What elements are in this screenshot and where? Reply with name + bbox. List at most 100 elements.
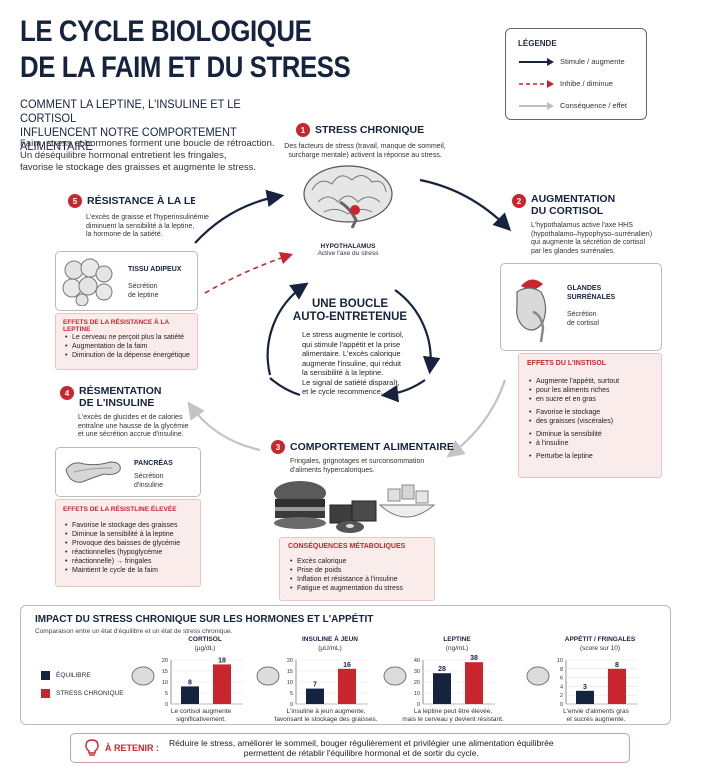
chart-caption: L'insuline à jeun augmente,favorisant le… — [274, 708, 378, 723]
leptin-effect: Augmentation de la faim — [65, 342, 190, 351]
inner-loop-right — [394, 289, 441, 375]
step4-title: RÉSMENTATION DE L'INSULINE — [79, 385, 162, 409]
tick-label: 0 — [560, 702, 563, 708]
tick-label: 15 — [162, 669, 168, 675]
tick-label: 0 — [417, 702, 420, 708]
bar-equilibre — [181, 686, 199, 704]
legend-stress: STRESS CHRONIQUE — [41, 689, 124, 698]
tick-label: 6 — [560, 676, 563, 682]
insulin-effect: Provoque des baisses de glycémie — [65, 539, 180, 548]
chart-title: APPÉTIT / FRINGALES — [564, 636, 636, 643]
page-subtitle: COMMENT LA LEPTINE, L'INSULINE ET LE COR… — [20, 97, 241, 153]
bar-value-label: 8 — [188, 679, 192, 686]
metabolic-effect: Fatigue et augmentation du stress — [290, 584, 403, 593]
brain-icon — [131, 666, 155, 686]
adipose-sub: Sécrétion de leptine — [128, 283, 159, 299]
legend-item-consequence: Conséquence / effet — [518, 101, 627, 110]
intro-text: Faim, stress et hormones forment une bou… — [20, 138, 275, 173]
tick-label: 20 — [414, 680, 420, 686]
bar-equilibre — [306, 688, 324, 704]
tick-label: 20 — [287, 658, 293, 664]
centre-text: Le stress augmente le cortisol, qui stim… — [302, 330, 404, 396]
inner-loop-bottom — [380, 379, 426, 403]
tick-label: 40 — [414, 658, 420, 664]
step1-number: 1 — [296, 123, 310, 137]
metabolic-effect: Prise de poids — [290, 566, 403, 575]
fat-cells-icon — [383, 666, 407, 686]
adipose-card: TISSU ADIPEUX Sécrétion de leptine — [55, 251, 198, 311]
step5-header: 5 RÉSISTANCE À LA LEPTINE — [68, 194, 195, 208]
adrenal-sub: Sécrétion de cortisol — [567, 311, 599, 327]
bar-value-label: 7 — [313, 682, 317, 689]
insulin-effect-cont: réactionnelles (hypoglycémie — [65, 548, 180, 557]
tick-label: 5 — [165, 691, 168, 697]
insulin-effects-box: EFFETS DE LA RÉSISTLINE ÉLEVÉE Favorise … — [55, 499, 201, 587]
leptin-effect: Le cerveau ne perçoit plus la satiété — [65, 333, 190, 342]
tick-label: 8 — [560, 667, 563, 673]
solid-navy-arrow-icon — [519, 57, 554, 66]
bar-value-label: 3 — [583, 684, 587, 691]
tick-label: 20 — [162, 658, 168, 664]
junk-food-icon — [274, 481, 436, 533]
bar-value-label: 28 — [438, 666, 446, 673]
bar-stress — [465, 662, 483, 704]
chart-title: INSULINE À JEUN — [302, 636, 358, 643]
cortisol-effect-cont: des graisses (viscérales) — [529, 417, 657, 426]
legend-item-inhibe: Inhibe / diminue — [518, 79, 613, 88]
step1-header: 1 STRESS CHRONIQUE — [296, 123, 424, 137]
insulin-effect: Favorise le stockage des graisses — [65, 521, 180, 530]
pancreas-card: PANCRÉAS Sécrétion d'insuline — [55, 447, 201, 497]
step5-number: 5 — [68, 194, 82, 208]
cortisol-effects-box: EFFETS DU L'INSTISOL Augmente l'appétit,… — [518, 353, 662, 478]
burger-icon — [526, 666, 550, 686]
tick-label: 10 — [414, 691, 420, 697]
bar-value-label: 38 — [470, 655, 478, 662]
cortisol-effect-cont: à l'insuline — [529, 439, 657, 448]
fat-cells-icon — [62, 258, 113, 306]
tick-label: 10 — [287, 680, 293, 686]
step3-title: COMPORTEMENT ALIMENTAIRE — [290, 441, 454, 453]
stress-swatch — [41, 689, 50, 698]
tick-label: 10 — [557, 658, 563, 664]
step3-text: Fringales, grignotages et surconsommatio… — [290, 458, 425, 474]
insulin-effect-cont: réactionnelle) → fringales — [65, 557, 180, 566]
adipose-label: TISSU ADIPEUX — [128, 266, 182, 273]
tick-label: 10 — [162, 680, 168, 686]
retenir-label: À RETENIR : — [105, 743, 159, 753]
page-title: LE CYCLE BIOLOGIQUE DE LA FAIM ET DU STR… — [20, 15, 351, 84]
bar-stress — [608, 668, 626, 704]
impact-title: IMPACT DU STRESS CHRONIQUE SUR LES HORMO… — [35, 614, 374, 625]
adrenal-label: GLANDES SURRÉNALES — [567, 285, 616, 301]
step2-title: AUGMENTATION DU CORTISOL — [531, 193, 616, 217]
bar-equilibre — [576, 690, 594, 704]
cortisol-effect: Perturbe la leptine — [529, 452, 657, 461]
impact-subtitle: Comparaison entre un état d'équilibre et… — [35, 628, 233, 635]
cortisol-effect: Favorise le stockage — [529, 408, 657, 417]
metabolic-effect: Inflation et résistance à l'insuline — [290, 575, 403, 584]
adrenal-card: GLANDES SURRÉNALES Sécrétion de cortisol — [500, 263, 662, 351]
step1-title: STRESS CHRONIQUE — [315, 124, 425, 136]
chart-unit: (µU/mL) — [318, 645, 342, 652]
tick-label: 0 — [290, 702, 293, 708]
adrenal-gland-icon — [516, 279, 547, 343]
step2-number: 2 — [512, 194, 526, 208]
insulin-effect: Maintient le cycle de la faim — [65, 566, 180, 575]
cortisol-effect-cont: pour les aliments riches — [529, 386, 657, 395]
tick-label: 0 — [165, 702, 168, 708]
retenir-box: À RETENIR : Réduire le stress, améliorer… — [70, 733, 630, 763]
equilibre-swatch — [41, 671, 50, 680]
legend-box: LÉGENDE Stimule / augmente Inhibe / dimi… — [505, 28, 647, 120]
step2-header: 2 AUGMENTATION DU CORTISOL — [512, 193, 615, 217]
bar-stress — [213, 664, 231, 704]
bar-equilibre — [433, 673, 451, 704]
leptin-effects-box: EFFETS DE LA RÉSISTANCE À LA LEPTINE Le … — [55, 313, 198, 370]
step4-header: 4 RÉSMENTATION DE L'INSULINE — [60, 385, 161, 409]
legend-item-stimule: Stimule / augmente — [518, 57, 625, 66]
lightbulb-icon — [85, 739, 99, 756]
cycle-arrows — [187, 178, 512, 458]
